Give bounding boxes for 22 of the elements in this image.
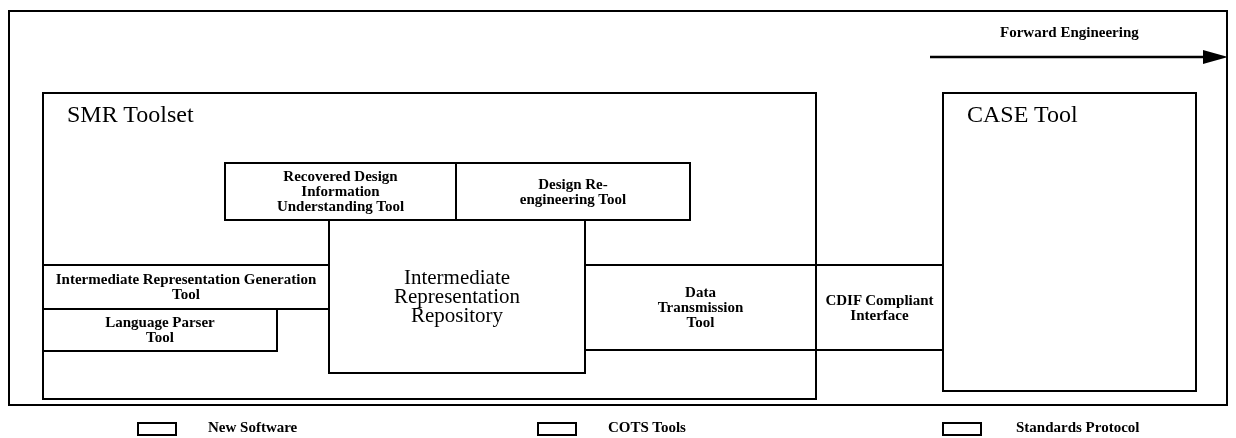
legend-label: New Software [208, 419, 298, 436]
box-label: SMR Toolset [66, 102, 195, 126]
box-label: Design Re-engineering Tool [518, 176, 628, 207]
legend-label: COTS Tools [608, 419, 686, 436]
component-box [224, 162, 457, 221]
component-box [328, 219, 586, 374]
box-label: Intermediate Representation Generation Tool [54, 272, 318, 302]
box-label: Recovered Design Information Understanding Tool [275, 169, 406, 214]
legend-label: Standards Protocol [1016, 419, 1140, 436]
component-box [42, 308, 278, 352]
component-box [455, 162, 691, 221]
direction-label: Forward Engineering [1000, 24, 1139, 41]
group-box [42, 92, 817, 400]
box-label: CDIF Compliant Interface [824, 292, 935, 323]
box-label: Data Transmission Tool [656, 285, 745, 330]
box-label: Intermediate Representation Repository [393, 268, 521, 325]
component-box [42, 264, 330, 310]
box-label: Language Parser Tool [104, 315, 216, 345]
component-box [815, 264, 944, 351]
box-label: CASE Tool [966, 102, 1079, 126]
group-box [942, 92, 1197, 392]
component-box [584, 264, 817, 351]
